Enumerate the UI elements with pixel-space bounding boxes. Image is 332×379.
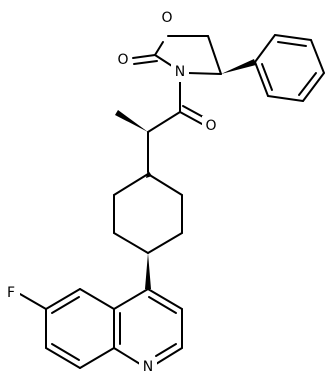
atom-label-carbonyl-oxygen: O	[117, 52, 128, 68]
cyclohexane-ring	[113, 170, 183, 289]
phenyl-group	[221, 34, 325, 102]
quinoline-bond-c4a-c4	[113, 288, 149, 310]
phenyl-inner-3	[261, 63, 273, 91]
bond-carbonyl-o-b	[182, 105, 206, 119]
phenyl-bond-4	[302, 72, 325, 102]
quinoline-bond-c4-c3	[147, 288, 183, 310]
atom-label-ketone-oxygen: O	[205, 118, 216, 134]
quinoline-bond-c2-n1	[155, 347, 183, 365]
cyclohexyl-bond-4	[113, 232, 149, 254]
quinoline-inner-c4-c3	[148, 296, 177, 314]
cyclohexyl-bond-6	[113, 173, 149, 196]
benzo-bond-c8-c8a	[79, 347, 115, 369]
benzo-bond-c5-c6	[45, 288, 81, 310]
atom-label-ring-nitrogen: N	[175, 64, 185, 80]
phenyl-inner-2	[298, 72, 317, 96]
phenyl-bond-1	[254, 34, 276, 63]
bond-c2-o-double-a	[132, 54, 156, 59]
benzo-inner-c7-c8	[51, 343, 80, 361]
wedge-bond-cyclohexyl-bottom	[145, 253, 151, 289]
atom-label-quinoline-nitrogen: N	[143, 359, 153, 375]
phenyl-bond-2	[274, 34, 312, 41]
atom-label-fluorine: F	[7, 285, 15, 301]
phenyl-inner-1	[277, 41, 307, 47]
quinoline-bond-n1-c8a	[113, 347, 141, 365]
bond-c2-o-double-b	[133, 60, 158, 65]
atom-labels: O O N O F N	[2, 8, 220, 377]
phenyl-bond-6	[254, 61, 269, 97]
benzo-bond-c4a-c5	[79, 288, 115, 310]
bond-c2-o1	[154, 41, 164, 56]
benzo-inner-c5-c6	[51, 296, 80, 314]
bond-carbonyl-o-a	[179, 111, 203, 125]
oxazolidinone-ring	[132, 35, 222, 75]
benzo-bond-c7-c8	[45, 347, 81, 369]
phenyl-bond-5	[267, 95, 304, 102]
bond-carbonyl-alpha	[147, 111, 181, 133]
bond-c6-f	[19, 293, 47, 310]
cyclohexyl-bond-1	[147, 173, 183, 196]
bond-c4-n3	[187, 72, 222, 75]
quinoline-ring	[19, 288, 183, 369]
wedge-bond-methyl	[115, 110, 148, 132]
atom-label-ring-oxygen: O	[161, 10, 172, 26]
phenyl-bond-3	[310, 39, 325, 74]
bond-n3-c2	[154, 54, 173, 67]
propanoyl-chain	[115, 81, 206, 173]
bond-c5-c4	[207, 35, 222, 75]
cyclohexyl-bond-3	[147, 232, 183, 254]
quinoline-inner-c2-n1	[155, 343, 177, 357]
wedge-bond-c4-phenyl	[221, 59, 256, 74]
